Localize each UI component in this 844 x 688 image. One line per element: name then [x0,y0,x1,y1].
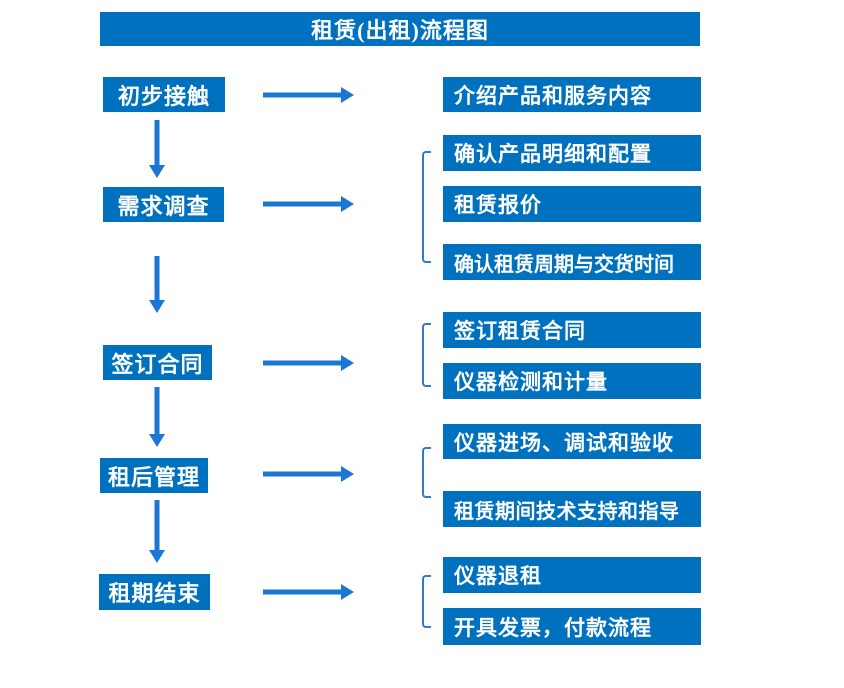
arrow-right-icon [263,196,354,212]
arrow-right-icon [263,584,354,600]
detail-box-invoice-payment: 开具发票，付款流程 [443,608,701,645]
detail-box-introduce-products: 介绍产品和服务内容 [443,77,701,112]
arrow-right-icon [263,87,354,103]
stage-box-post-rental-management: 租后管理 [100,458,208,493]
diagram-title-bar: 租赁(出租)流程图 [100,12,700,46]
arrow-down-icon [149,500,165,563]
arrow-down-icon [149,120,165,178]
detail-box-sign-rental-contract: 签订租赁合同 [443,312,701,348]
arrow-down-icon [149,256,165,313]
arrow-down-icon [149,387,165,447]
bracket-connector [422,151,431,263]
detail-box-rental-quote: 租赁报价 [443,186,701,222]
diagram-title: 租赁(出租)流程图 [311,18,489,43]
detail-box-instrument-setup-acceptance: 仪器进场、调试和验收 [443,424,701,459]
stage-box-demand-survey: 需求调查 [103,187,224,222]
bracket-connector [422,575,431,628]
stage-box-initial-contact: 初步接触 [103,77,225,112]
detail-box-instrument-return: 仪器退租 [443,557,701,593]
arrow-right-icon [263,355,354,371]
stage-box-rental-end: 租期结束 [99,574,210,610]
bracket-connector [422,447,431,498]
detail-box-tech-support: 租赁期间技术支持和指导 [443,491,701,527]
detail-box-instrument-testing: 仪器检测和计量 [443,363,701,399]
detail-box-confirm-period-delivery: 确认租赁周期与交货时间 [443,244,701,280]
detail-box-confirm-product-config: 确认产品明细和配置 [443,135,701,171]
stage-box-sign-contract: 签订合同 [103,345,212,380]
arrow-right-icon [263,466,354,482]
bracket-connector [422,323,431,387]
